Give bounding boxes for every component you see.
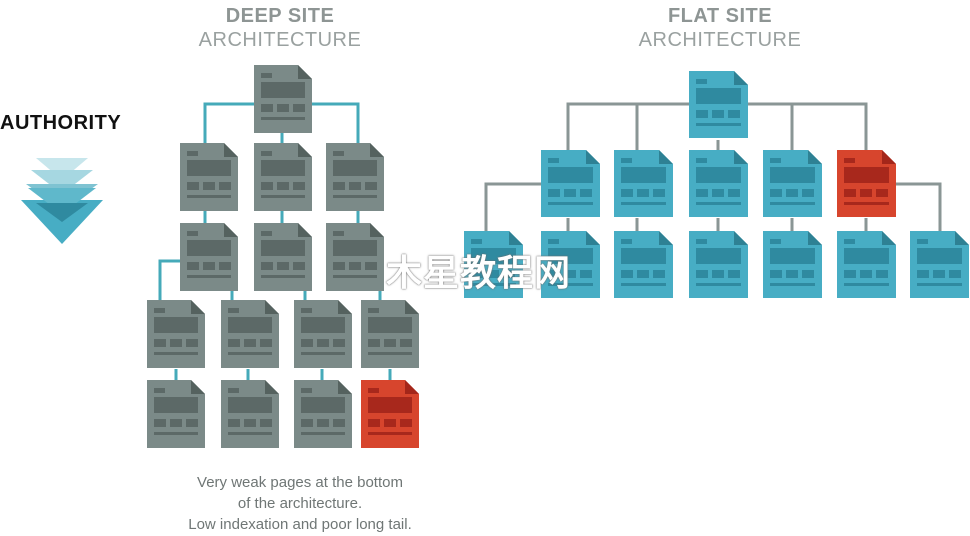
deep-page-icon — [294, 380, 352, 448]
flat-site-title: FLAT SITE — [667, 5, 773, 27]
chevron-down-icon — [28, 188, 96, 214]
deep-page-icon — [254, 65, 312, 133]
deep-site-connectors — [158, 102, 392, 380]
flat-site-connectors — [484, 102, 942, 231]
flat-page-icon — [689, 231, 748, 298]
connector — [312, 102, 360, 143]
watermark: 木星教程网 — [386, 253, 572, 294]
flat-page-icon — [763, 150, 822, 217]
flat-site-subtitle: ARCHITECTURE — [638, 29, 802, 51]
page-icons — [147, 65, 969, 448]
deep-site-caption: Very weak pages at the bottom of the arc… — [140, 472, 460, 535]
flat-page-icon — [837, 231, 896, 298]
deep-page-icon — [254, 223, 312, 291]
deep-page-icon — [361, 300, 419, 368]
connector — [792, 102, 868, 150]
deep-page-icon — [180, 223, 238, 291]
deep-page-icon — [294, 300, 352, 368]
deep-page-icon — [221, 380, 279, 448]
flat-site-heading: FLAT SITE ARCHITECTURE — [590, 4, 850, 52]
connector — [896, 182, 942, 231]
flat-page-icon — [837, 150, 896, 217]
caption-line: Very weak pages at the bottom — [197, 474, 403, 491]
flat-page-icon — [910, 231, 969, 298]
deep-page-icon — [361, 380, 419, 448]
deep-site-subtitle: ARCHITECTURE — [198, 29, 362, 51]
flat-page-icon — [689, 150, 748, 217]
deep-page-icon — [326, 223, 384, 291]
connector — [203, 102, 254, 143]
caption-line: of the architecture. — [237, 495, 363, 512]
deep-site-heading: DEEP SITE ARCHITECTURE — [150, 4, 410, 52]
chevron-down-icon — [36, 158, 88, 180]
connector — [484, 182, 541, 231]
caption-line: Low indexation and poor long tail. — [188, 516, 412, 533]
connector — [566, 102, 690, 150]
deep-page-icon — [147, 380, 205, 448]
connector — [748, 102, 794, 150]
deep-page-icon — [221, 300, 279, 368]
chevron-down-icon — [36, 203, 88, 222]
flat-page-icon — [614, 231, 673, 298]
authority-label: AUTHORITY — [0, 112, 122, 134]
deep-page-icon — [180, 143, 238, 211]
authority-chevrons — [21, 158, 103, 244]
chevron-down-icon — [31, 170, 93, 194]
deep-page-icon — [326, 143, 384, 211]
flat-page-icon — [541, 231, 600, 298]
deep-page-icon — [147, 300, 205, 368]
connector — [158, 259, 180, 300]
flat-page-icon — [689, 71, 748, 138]
flat-page-icon — [763, 231, 822, 298]
deep-site-title: DEEP SITE — [225, 5, 335, 27]
flat-page-icon — [614, 150, 673, 217]
flat-page-icon — [541, 150, 600, 217]
deep-page-icon — [254, 143, 312, 211]
flat-page-icon — [464, 231, 523, 298]
